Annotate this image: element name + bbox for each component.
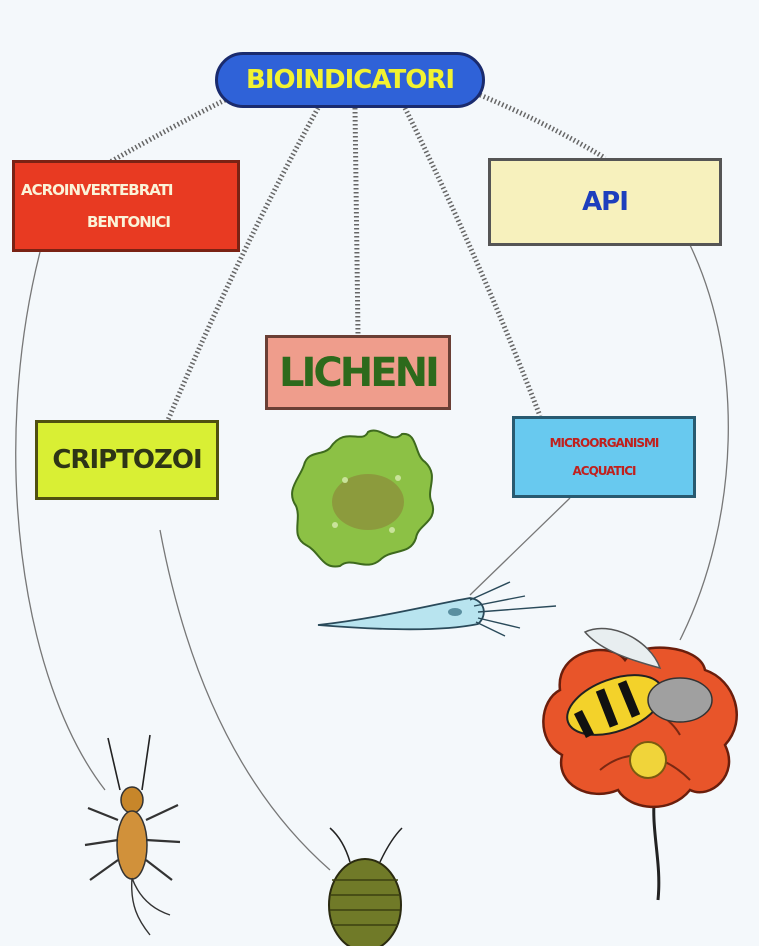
stonefly-larva-illustration [85, 735, 180, 935]
macroinvertebrati-node: ACROINVERTEBRATI BENTONICI [12, 160, 240, 252]
api-node: API [488, 158, 722, 246]
microorganismi-label-line2: ACQUATICI [573, 464, 636, 478]
connector-licheni [355, 108, 358, 335]
protozoan-illustration [318, 582, 556, 636]
licheni-label: LICHENI [279, 350, 437, 396]
lichen-illustration [292, 430, 433, 566]
bee-flower-illustration [543, 628, 736, 900]
connector-macro [110, 100, 225, 162]
macroinvertebrati-label-line1: ACROINVERTEBRATI [21, 181, 173, 199]
licheni-node: LICHENI [265, 335, 451, 410]
criptozoi-label: CRIPTOZOI [52, 445, 201, 475]
microorganismi-node: MICROORGANISMI ACQUATICI [512, 416, 696, 498]
line-micro-protozoan [470, 498, 570, 595]
connector-api [480, 95, 605, 158]
criptozoi-node: CRIPTOZOI [35, 420, 219, 500]
line-macro-larva [16, 252, 105, 790]
api-label: API [582, 187, 628, 217]
bioindicatori-node: BIOINDICATORI [215, 52, 485, 108]
macroinvertebrati-label-line2: BENTONICI [21, 213, 170, 231]
line-criptozoi-woodlouse [160, 530, 330, 870]
microorganismi-label-line1: MICROORGANISMI [550, 436, 659, 450]
bioindicatori-label: BIOINDICATORI [246, 65, 454, 95]
woodlouse-illustration [329, 828, 402, 946]
